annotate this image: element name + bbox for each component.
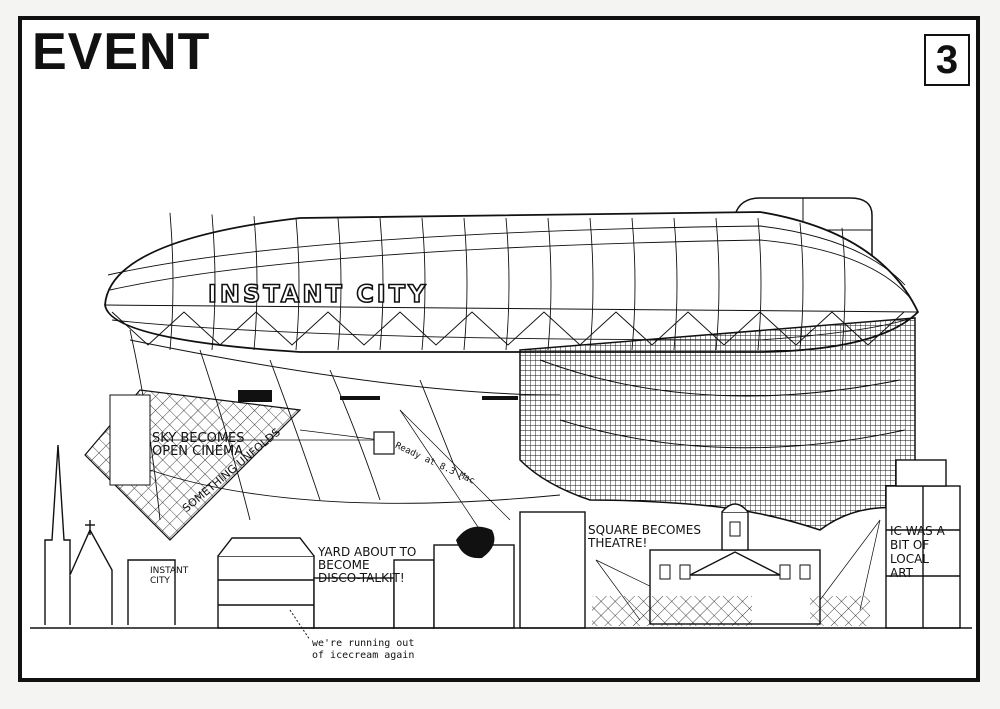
icecream-note-line1: we're running out	[312, 638, 415, 649]
icecream-note-line2: of icecream again	[312, 650, 415, 661]
square-theatre-label: SQUARE BECOMES THEATRE!	[588, 523, 701, 550]
instant-city-sign: INSTANT CITY	[150, 566, 189, 586]
gondola-block	[238, 390, 272, 402]
blimp-hull	[104, 211, 920, 402]
poster-number: 3	[924, 34, 970, 86]
disco-crowd	[456, 526, 495, 559]
projector-box	[373, 431, 395, 455]
blimp-name: INSTANT CITY	[207, 279, 429, 309]
hanging-mesh-screen	[519, 317, 916, 531]
yard-disco-label: YARD ABOUT TO BECOME DISCO-TALKIT!	[318, 545, 417, 585]
sky-cinema-label: SKY BECOMES OPEN CINEMA	[152, 431, 245, 459]
poster-title: EVENT	[32, 23, 211, 81]
local-art-label: IC WAS A BIT OF LOCAL ART	[890, 524, 945, 580]
audience-crowd	[592, 596, 752, 626]
